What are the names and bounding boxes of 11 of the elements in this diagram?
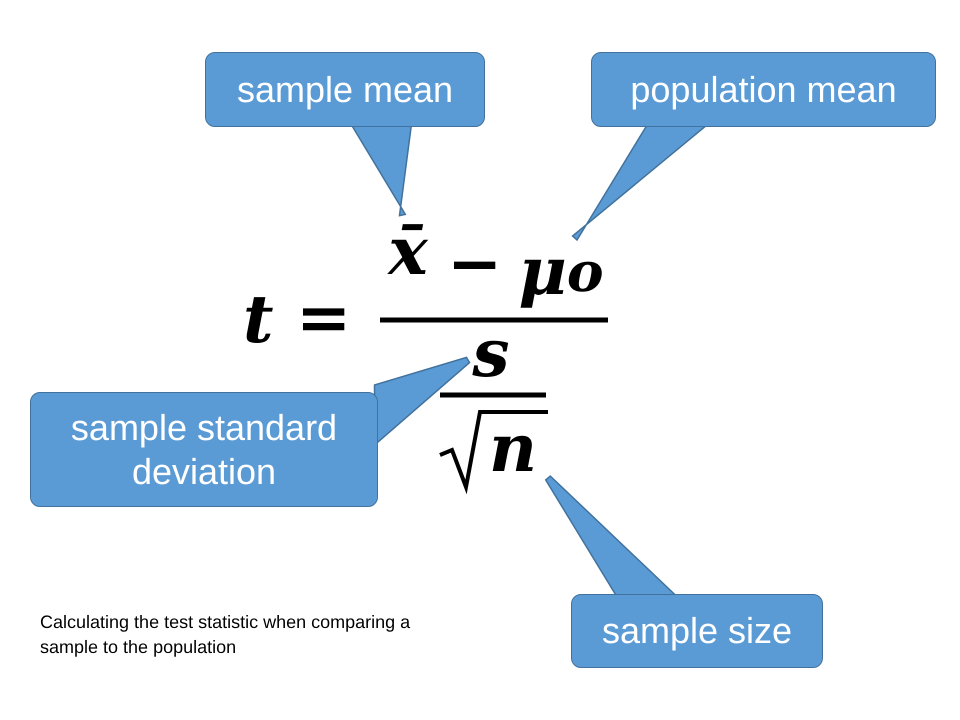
callout-pointer (350, 124, 412, 217)
caption: Calculating the test statistic when comparing a sample to the population (40, 611, 412, 659)
formula-symbol: − (447, 230, 502, 296)
formula-symbol: s (468, 328, 514, 378)
callout-box: population mean (591, 52, 936, 127)
formula-symbol: = (296, 284, 352, 350)
callout-box: sample standard deviation (30, 392, 378, 507)
formula-symbol: n (478, 418, 548, 478)
formula-symbol: x̄ (380, 215, 436, 287)
formula-symbol: t (243, 286, 274, 352)
callout-box: sample size (571, 594, 823, 668)
